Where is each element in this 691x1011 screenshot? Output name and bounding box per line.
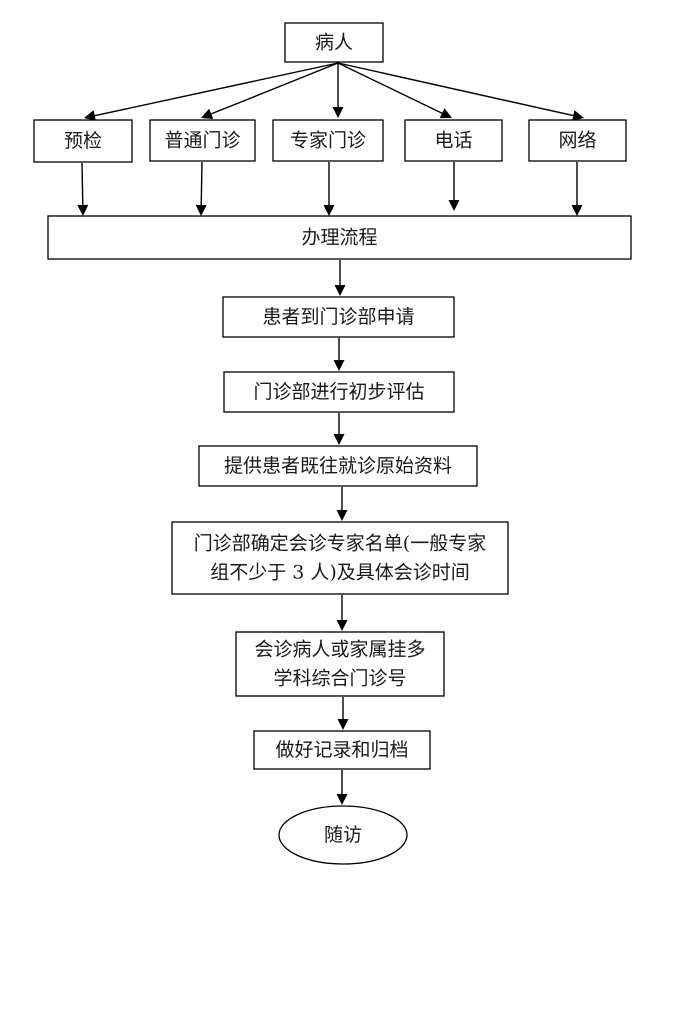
edge-phone-to-process bbox=[448, 162, 460, 211]
edge-patient-to-precheck bbox=[84, 62, 339, 122]
node-label: 做好记录和归档 bbox=[275, 739, 408, 761]
process-box bbox=[272, 119, 384, 162]
connector-line bbox=[337, 62, 443, 114]
arrowhead-icon bbox=[84, 110, 96, 122]
process-box bbox=[171, 521, 509, 595]
node-patient: 病人 bbox=[284, 22, 384, 63]
arrowhead-icon bbox=[201, 108, 214, 120]
terminal-ellipse bbox=[278, 805, 408, 865]
node-label: 门诊部确定会诊专家名单(一般专家 bbox=[194, 533, 486, 555]
arrowhead-icon bbox=[77, 204, 89, 216]
node-precheck: 预检 bbox=[33, 119, 133, 163]
node-label: 组不少于 3 人)及具体会诊时间 bbox=[210, 562, 470, 584]
node-process: 办理流程 bbox=[47, 215, 632, 260]
edge-patient-to-general_clinic bbox=[201, 62, 339, 120]
process-box bbox=[222, 296, 455, 338]
node-label: 电话 bbox=[434, 130, 472, 152]
edges-layer bbox=[77, 62, 584, 805]
node-label: 专家门诊 bbox=[290, 130, 366, 152]
arrowhead-icon bbox=[332, 107, 344, 118]
node-phone: 电话 bbox=[404, 119, 503, 162]
node-label: 会诊病人或家属挂多 bbox=[254, 639, 425, 661]
arrowhead-icon bbox=[334, 285, 346, 296]
process-box bbox=[528, 119, 627, 162]
arrowhead-icon bbox=[195, 204, 207, 216]
node-archive: 做好记录和归档 bbox=[253, 730, 431, 770]
edge-assess-to-records bbox=[333, 413, 345, 445]
process-box bbox=[235, 631, 445, 697]
connector-line bbox=[337, 62, 574, 117]
edge-process-to-apply bbox=[334, 260, 346, 296]
edge-general_clinic-to-process bbox=[195, 161, 207, 216]
edge-patient-to-expert_clinic bbox=[332, 63, 344, 118]
edge-archive-to-followup bbox=[336, 770, 348, 805]
node-label: 患者到门诊部申请 bbox=[262, 306, 414, 328]
edge-precheck-to-process bbox=[77, 162, 89, 216]
edge-experts-to-register bbox=[336, 595, 348, 631]
process-box bbox=[253, 730, 431, 770]
arrowhead-icon bbox=[448, 200, 460, 211]
node-followup: 随访 bbox=[278, 805, 408, 865]
node-label: 办理流程 bbox=[301, 227, 377, 249]
edge-expert_clinic-to-process bbox=[323, 162, 335, 216]
connector-line bbox=[94, 62, 339, 117]
process-box bbox=[198, 445, 478, 487]
edge-patient-to-phone bbox=[337, 62, 452, 119]
edge-network-to-process bbox=[571, 162, 583, 216]
edge-register-to-archive bbox=[337, 697, 349, 730]
arrowhead-icon bbox=[572, 110, 584, 121]
edge-records-to-experts bbox=[336, 487, 348, 521]
process-box bbox=[149, 119, 256, 162]
node-general-clinic: 普通门诊 bbox=[149, 119, 256, 162]
connector-line bbox=[210, 62, 339, 115]
arrowhead-icon bbox=[337, 719, 349, 730]
arrowhead-icon bbox=[571, 205, 583, 216]
arrowhead-icon bbox=[336, 794, 348, 805]
node-expert-clinic: 专家门诊 bbox=[272, 119, 384, 162]
node-label: 预检 bbox=[64, 130, 102, 152]
node-label: 普通门诊 bbox=[164, 130, 240, 152]
process-box bbox=[223, 371, 455, 413]
arrowhead-icon bbox=[333, 434, 345, 445]
node-label: 提供患者既往就诊原始资料 bbox=[224, 455, 452, 477]
node-assess: 门诊部进行初步评估 bbox=[223, 371, 455, 413]
arrowhead-icon bbox=[336, 510, 348, 521]
process-box bbox=[284, 22, 384, 63]
connector-line bbox=[200, 161, 203, 206]
edge-patient-to-network bbox=[337, 62, 584, 121]
arrowhead-icon bbox=[323, 205, 335, 216]
process-box bbox=[47, 215, 632, 260]
node-label: 学科综合门诊号 bbox=[273, 668, 406, 690]
node-label: 随访 bbox=[324, 824, 362, 846]
node-network: 网络 bbox=[528, 119, 627, 162]
node-label: 门诊部进行初步评估 bbox=[253, 381, 424, 403]
node-apply: 患者到门诊部申请 bbox=[222, 296, 455, 338]
arrowhead-icon bbox=[333, 360, 345, 371]
process-box bbox=[33, 119, 133, 163]
node-label: 网络 bbox=[558, 130, 596, 152]
node-records: 提供患者既往就诊原始资料 bbox=[198, 445, 478, 487]
connector-line bbox=[81, 162, 84, 206]
process-box bbox=[404, 119, 503, 162]
edge-apply-to-assess bbox=[333, 338, 345, 371]
arrowhead-icon bbox=[336, 620, 348, 631]
node-label: 病人 bbox=[315, 32, 353, 54]
arrowhead-icon bbox=[439, 108, 452, 119]
